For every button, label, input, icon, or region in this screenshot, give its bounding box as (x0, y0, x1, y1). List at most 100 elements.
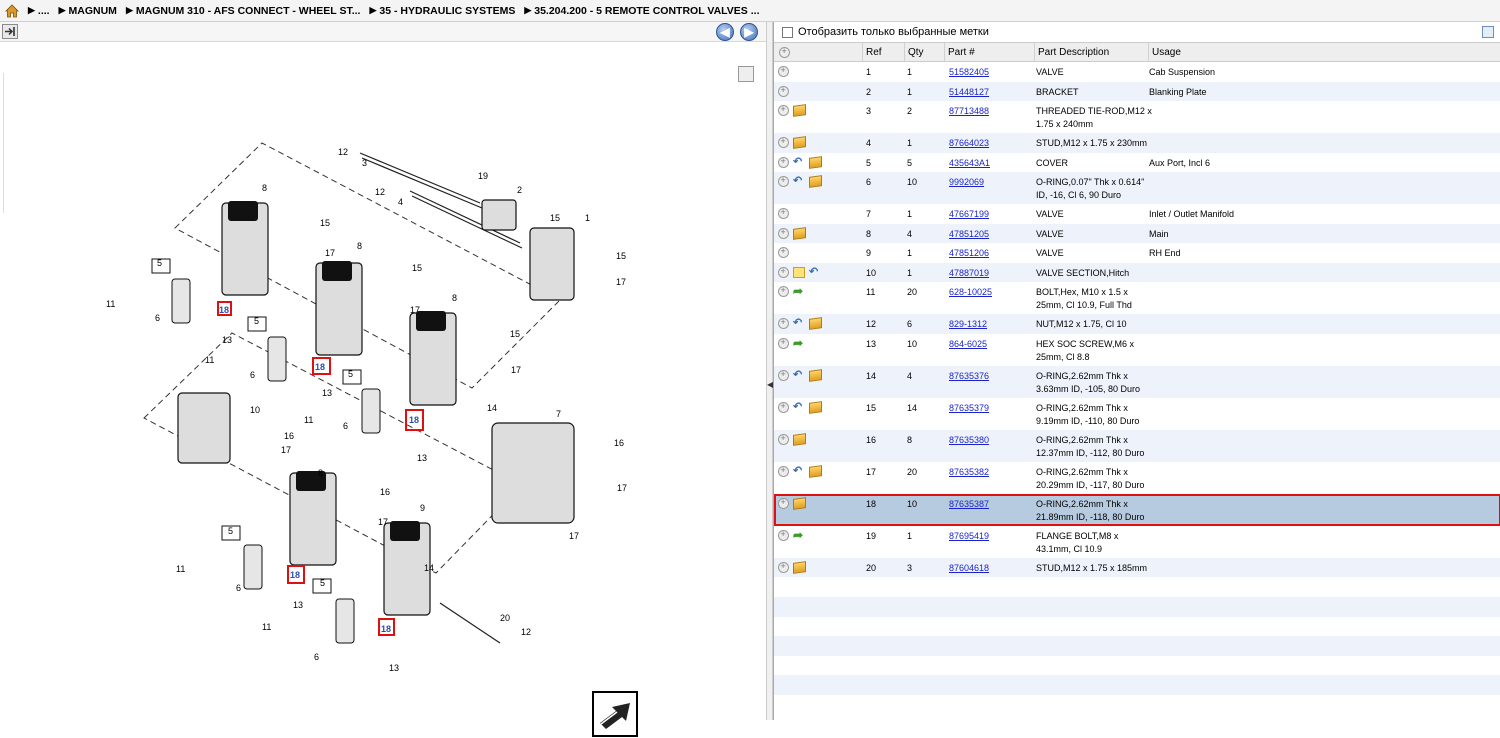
part-number-cell[interactable]: 47851206 (949, 247, 989, 260)
callout-11[interactable]: 11 (205, 355, 214, 365)
part-number-link[interactable]: 87713488 (949, 106, 990, 116)
callout-1[interactable]: 1 (585, 213, 590, 223)
part-number-link[interactable]: 87695419 (949, 530, 990, 541)
callout-10[interactable]: 10 (250, 405, 260, 415)
return-icon[interactable]: ↶ (793, 155, 803, 168)
callout-16[interactable]: 16 (614, 438, 624, 448)
callout-5[interactable]: 5 (157, 258, 162, 268)
callout-17[interactable]: 17 (617, 483, 627, 493)
part-number-cell[interactable]: 87713488 (949, 105, 989, 118)
forward-icon[interactable]: ➦ (793, 527, 804, 542)
box-icon[interactable] (809, 317, 822, 330)
return-icon[interactable]: ↶ (793, 464, 803, 477)
forward-icon[interactable]: ➦ (793, 335, 804, 350)
return-icon[interactable]: ↶ (793, 368, 803, 381)
column-header-qty[interactable]: Qty (904, 43, 944, 62)
part-number-link[interactable]: 87635379 (949, 402, 990, 413)
callout-2[interactable]: 2 (517, 185, 522, 195)
part-number-cell[interactable]: 51582405 (949, 66, 989, 79)
part-number-link[interactable]: 47667199 (949, 209, 990, 219)
callout-11[interactable]: 11 (106, 299, 115, 309)
expand-row-icon[interactable] (778, 227, 789, 239)
part-number-cell[interactable]: 829-1312 (949, 318, 987, 331)
expand-row-icon[interactable] (778, 337, 789, 349)
callout-12[interactable]: 12 (375, 187, 385, 197)
box-icon[interactable] (793, 496, 806, 510)
box-icon[interactable] (809, 175, 822, 188)
callout-17[interactable]: 17 (281, 445, 291, 455)
breadcrumb-item-1[interactable]: ▶MAGNUM (58, 4, 117, 17)
part-number-cell[interactable]: 87695419 (949, 530, 989, 543)
callout-4[interactable]: 4 (398, 197, 403, 207)
part-number-link[interactable]: 864-6025 (949, 338, 988, 349)
expand-row-icon[interactable] (778, 401, 789, 413)
part-number-link[interactable]: 87635387 (949, 498, 990, 509)
breadcrumb-item-2[interactable]: ▶MAGNUM 310 - AFS CONNECT - WHEEL ST... (125, 4, 361, 17)
grid-settings-icon[interactable] (1482, 26, 1494, 38)
expand-row-icon[interactable] (778, 175, 789, 187)
breadcrumb-item-0[interactable]: ▶.... (28, 4, 50, 17)
collapse-arrow-icon[interactable]: ◀ (767, 380, 774, 389)
callout-11[interactable]: 11 (176, 564, 185, 574)
callout-5[interactable]: 5 (348, 369, 353, 379)
callout-6[interactable]: 6 (236, 583, 241, 593)
forward-arrow-icon[interactable]: ▶ (740, 23, 758, 41)
part-number-cell[interactable]: 47887019 (949, 267, 989, 280)
column-header-part[interactable]: Part # (944, 43, 1034, 62)
return-icon[interactable]: ↶ (793, 317, 803, 329)
part-number-cell[interactable]: 87635376 (949, 370, 989, 383)
expand-row-icon[interactable] (778, 465, 789, 477)
expand-row-icon[interactable] (778, 136, 789, 148)
callout-13[interactable]: 13 (389, 663, 399, 673)
box-icon[interactable] (793, 136, 806, 149)
expand-row-icon[interactable] (778, 529, 789, 541)
part-number-cell[interactable]: 435643A1 (949, 157, 990, 170)
callout-12[interactable]: 12 (521, 627, 531, 637)
part-number-link[interactable]: 628-10025 (949, 287, 993, 297)
callout-15[interactable]: 15 (412, 263, 422, 273)
home-icon[interactable] (4, 3, 20, 19)
callout-13[interactable]: 13 (417, 453, 427, 463)
expand-row-icon[interactable] (778, 207, 789, 219)
part-number-link[interactable]: 47851205 (949, 228, 990, 239)
callout-6[interactable]: 6 (343, 421, 348, 431)
part-number-link[interactable]: 87604618 (949, 562, 990, 573)
callout-17[interactable]: 17 (378, 517, 388, 527)
note-icon[interactable] (793, 266, 805, 278)
callout-17[interactable]: 17 (569, 531, 579, 541)
return-icon[interactable]: ↶ (809, 265, 819, 278)
return-icon[interactable]: ↶ (793, 400, 803, 413)
callout-11[interactable]: 11 (304, 415, 313, 425)
part-number-link[interactable]: 47887019 (949, 267, 990, 278)
callout-15[interactable]: 15 (550, 213, 560, 223)
callout-14[interactable]: 14 (487, 403, 497, 413)
part-number-cell[interactable]: 47851205 (949, 228, 989, 241)
expand-row-icon[interactable] (778, 561, 789, 573)
callout-highlighted[interactable]: 18 (409, 415, 419, 425)
part-number-link[interactable]: 435643A1 (949, 157, 991, 168)
callout-19[interactable]: 19 (478, 171, 488, 181)
box-icon[interactable] (793, 432, 806, 446)
callout-16[interactable]: 16 (380, 487, 390, 497)
back-arrow-icon[interactable]: ◀ (716, 23, 734, 41)
box-icon[interactable] (809, 464, 822, 478)
box-icon[interactable] (793, 226, 806, 240)
part-number-link[interactable]: 51582405 (949, 67, 990, 77)
part-number-link[interactable]: 87635380 (949, 434, 990, 445)
callout-14[interactable]: 14 (424, 563, 434, 573)
callout-3[interactable]: 3 (362, 158, 367, 168)
part-number-cell[interactable]: 87635379 (949, 402, 989, 415)
part-number-cell[interactable]: 87635382 (949, 466, 989, 479)
expand-all-icon[interactable] (779, 46, 790, 58)
callout-9[interactable]: 9 (420, 503, 425, 513)
callout-17[interactable]: 17 (616, 277, 626, 287)
breadcrumb-item-4[interactable]: ▶35.204.200 - 5 REMOTE CONTROL VALVES ..… (524, 4, 760, 17)
callout-7[interactable]: 7 (556, 409, 561, 419)
